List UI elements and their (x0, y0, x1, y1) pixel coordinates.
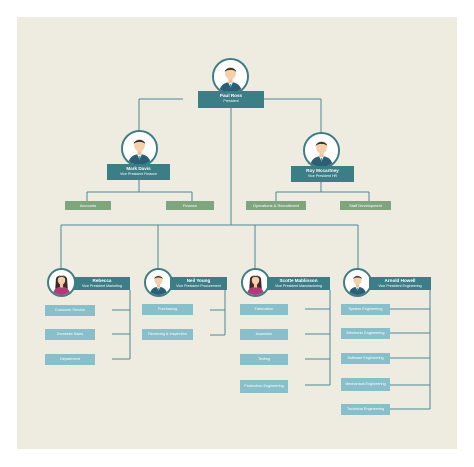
dept-finance[interactable]: Finance (166, 201, 214, 210)
team-fabrication[interactable]: Fabrication (240, 304, 288, 315)
president-avatar (212, 58, 249, 95)
manager-arnold-howell-title-box[interactable]: Arnold Howell Vice President Engineering (369, 277, 431, 290)
manager-neil-young-title-box[interactable]: Neil Young Vice President Procurement (170, 277, 227, 290)
team-purchasing[interactable]: Purchasing (142, 304, 193, 315)
vp-finance-avatar (121, 130, 158, 167)
woman-avatar-icon (49, 270, 74, 295)
vp-hr-role: Vice President HR (307, 173, 338, 178)
team-system-engineering[interactable]: System Engineering (341, 304, 390, 315)
team-receiving-inspection[interactable]: Receiving & Inspection (142, 329, 193, 340)
dept-operations-recruitment[interactable]: Operations & Recruitment (246, 201, 306, 210)
team-domestic-sales[interactable]: Domestic Sales (45, 329, 95, 340)
manager-neil-young-avatar (144, 268, 173, 297)
team-assemble[interactable]: Assemble (240, 329, 288, 340)
vp-finance-title-box[interactable]: Mark Davis Vice President Finance (107, 164, 170, 180)
vp-hr-avatar (303, 132, 340, 169)
dept-accounts[interactable]: Accounts (65, 201, 111, 210)
man-avatar-icon (305, 134, 338, 167)
team-software-engineering[interactable]: Software Engineering (341, 353, 390, 364)
president-role: President (223, 98, 239, 103)
manager-rebecca-title-box[interactable]: Rebecca Vice President Marketing (74, 277, 130, 290)
manager-name: Rebecca (92, 278, 112, 283)
team-department[interactable]: Department (45, 354, 95, 365)
team-production-engineering[interactable]: Production Engineering (240, 380, 288, 393)
vp-hr-name: Roy Mccartney (306, 168, 339, 173)
team-electronic-engineering[interactable]: Electronic Engineering (341, 328, 390, 339)
man-avatar-icon (146, 270, 171, 295)
manager-name: Scotte Mablinson (279, 278, 318, 283)
team-mechanical-engineering[interactable]: Mechanical Engineering (341, 378, 390, 391)
manager-rebecca-avatar (47, 268, 76, 297)
manager-name: Arnold Howell (384, 278, 416, 283)
manager-scotte-mablinson-title-box[interactable]: Scotte Mablinson Vice President Manufact… (267, 277, 330, 290)
president-title-box[interactable]: Paul Ross President (198, 91, 264, 108)
manager-role: Vice President Procurement (176, 283, 221, 288)
man-avatar-icon (345, 270, 370, 295)
manager-name: Neil Young (186, 278, 211, 283)
vp-hr-title-box[interactable]: Roy Mccartney Vice President HR (291, 166, 354, 182)
team-technical-engineering[interactable]: Technical Engineering (341, 404, 390, 415)
woman-avatar-icon (243, 270, 268, 295)
manager-scotte-mablinson-avatar (241, 268, 270, 297)
man-avatar-icon (123, 132, 156, 165)
manager-arnold-howell-avatar (343, 268, 372, 297)
manager-role: Vice President Marketing (82, 283, 122, 288)
vp-finance-name: Mark Davis (126, 166, 151, 171)
dept-staff-development[interactable]: Staff Development (340, 201, 391, 210)
manager-role: Vice President Manufacturing (275, 283, 322, 288)
president-name: Paul Ross (219, 93, 243, 98)
team-testing[interactable]: Testing (240, 354, 288, 365)
manager-role: Vice President Engineering (378, 283, 422, 288)
team-customer-service[interactable]: Customer Service (45, 305, 95, 316)
vp-finance-role: Vice President Finance (120, 171, 157, 176)
man-avatar-icon (214, 60, 247, 93)
